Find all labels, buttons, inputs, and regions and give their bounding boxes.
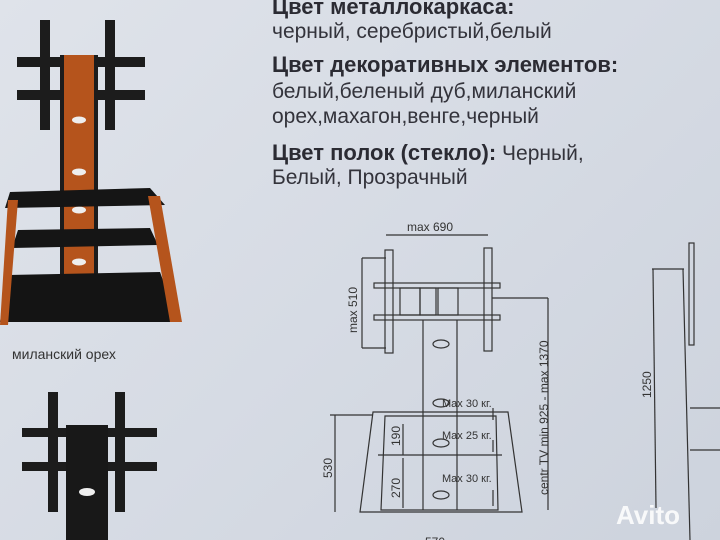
frame-color-values: черный, серебристый,белый [272, 20, 552, 43]
tv-stand-photo-walnut [0, 20, 182, 325]
side-view-drawing [652, 242, 720, 540]
load-top: Max 30 кг. [442, 398, 492, 410]
dim-center-tv: centr TV min 925 - max 1370 [537, 340, 551, 495]
avito-watermark: Avito [616, 500, 681, 530]
frame-color-label: Цвет металлокаркаса: [272, 0, 515, 19]
dim-total-height: 1250 [640, 371, 654, 398]
dim-base-height: 530 [321, 458, 335, 478]
dim-max-width: max 690 [407, 220, 453, 234]
decor-color-values-2: орех,махагон,венге,черный [272, 105, 539, 128]
load-bottom: Max 30 кг. [442, 473, 492, 485]
shelf-color-values-2: Белый, Прозрачный [272, 166, 468, 189]
shelf-color-values: Черный, [496, 142, 584, 165]
load-middle: Max 25 кг. [442, 430, 492, 442]
product-caption: миланский орех [12, 346, 116, 362]
dim-max-height: max 510 [346, 287, 360, 333]
tv-stand-photo-black [22, 392, 157, 540]
decor-color-label: Цвет декоративных элементов: [272, 52, 619, 77]
decor-color-values-1: белый,беленый дуб,миланский [272, 80, 577, 103]
front-view-drawing [330, 234, 549, 513]
shelf-color-label: Цвет полок (стекло): [272, 140, 497, 165]
dim-shelf-gap-bottom: 270 [389, 478, 403, 498]
dim-shelf-gap-top: 190 [389, 426, 403, 446]
shelf-color-line: Цвет полок (стекло): Черный, [272, 140, 584, 166]
dim-base-width: 570 [425, 535, 445, 540]
